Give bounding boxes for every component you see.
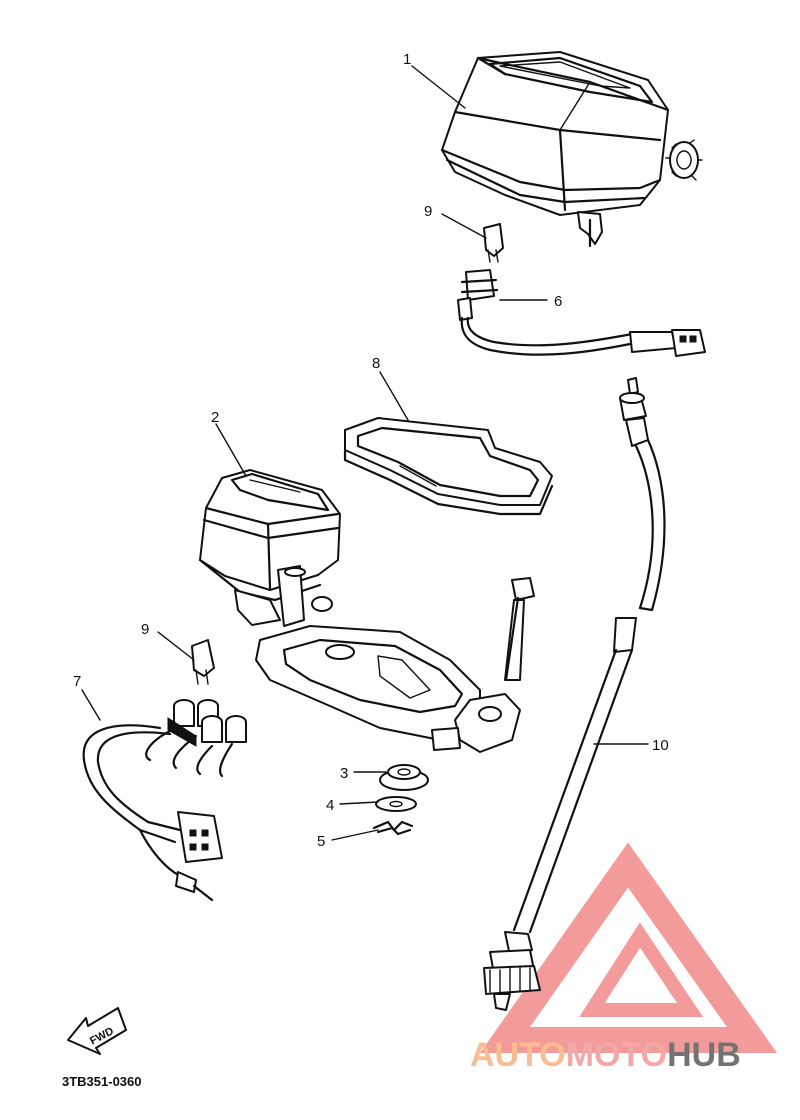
watermark-moto: MOTO xyxy=(566,1036,667,1074)
watermark-logo: AUTOMOTOHUB xyxy=(470,842,778,1074)
socket-cord-lower-drawing xyxy=(82,699,247,902)
callout-3: 3 xyxy=(340,765,348,782)
callout-8: 8 xyxy=(372,355,380,372)
watermark-text: AUTOMOTOHUB xyxy=(470,1036,741,1074)
callout-5: 5 xyxy=(317,833,325,850)
watermark-hub: HUB xyxy=(667,1036,741,1074)
bulb-upper-drawing xyxy=(483,223,504,263)
meter-assembly-drawing xyxy=(440,51,703,248)
callout-2: 2 xyxy=(211,409,219,426)
callout-9-lower: 9 xyxy=(141,621,149,638)
callout-7: 7 xyxy=(73,673,81,690)
watermark-inner-triangle-icon xyxy=(579,922,704,1017)
callout-4: 4 xyxy=(326,797,334,814)
nut-clip-drawing xyxy=(372,820,414,836)
socket-cord-upper-drawing xyxy=(457,269,706,357)
leader-lines xyxy=(81,65,649,841)
callout-10: 10 xyxy=(652,737,669,754)
bolt-drawing xyxy=(504,577,535,682)
washer-drawing xyxy=(375,796,417,812)
fwd-arrow-icon: FWD xyxy=(67,1007,127,1055)
callout-1: 1 xyxy=(403,51,411,68)
callout-9-upper: 9 xyxy=(424,203,432,220)
callout-6: 6 xyxy=(554,293,562,310)
meter-gasket-drawing xyxy=(343,417,554,516)
meter-assembly-lower-drawing xyxy=(198,469,521,753)
diagram-code: 3TB351-0360 xyxy=(62,1074,142,1089)
damper-drawing xyxy=(379,764,429,791)
bulb-lower-drawing xyxy=(191,639,215,685)
watermark-auto: AUTO xyxy=(470,1036,566,1074)
speedometer-cable-drawing xyxy=(483,377,666,1011)
watermark-triangle-icon xyxy=(479,842,778,1053)
